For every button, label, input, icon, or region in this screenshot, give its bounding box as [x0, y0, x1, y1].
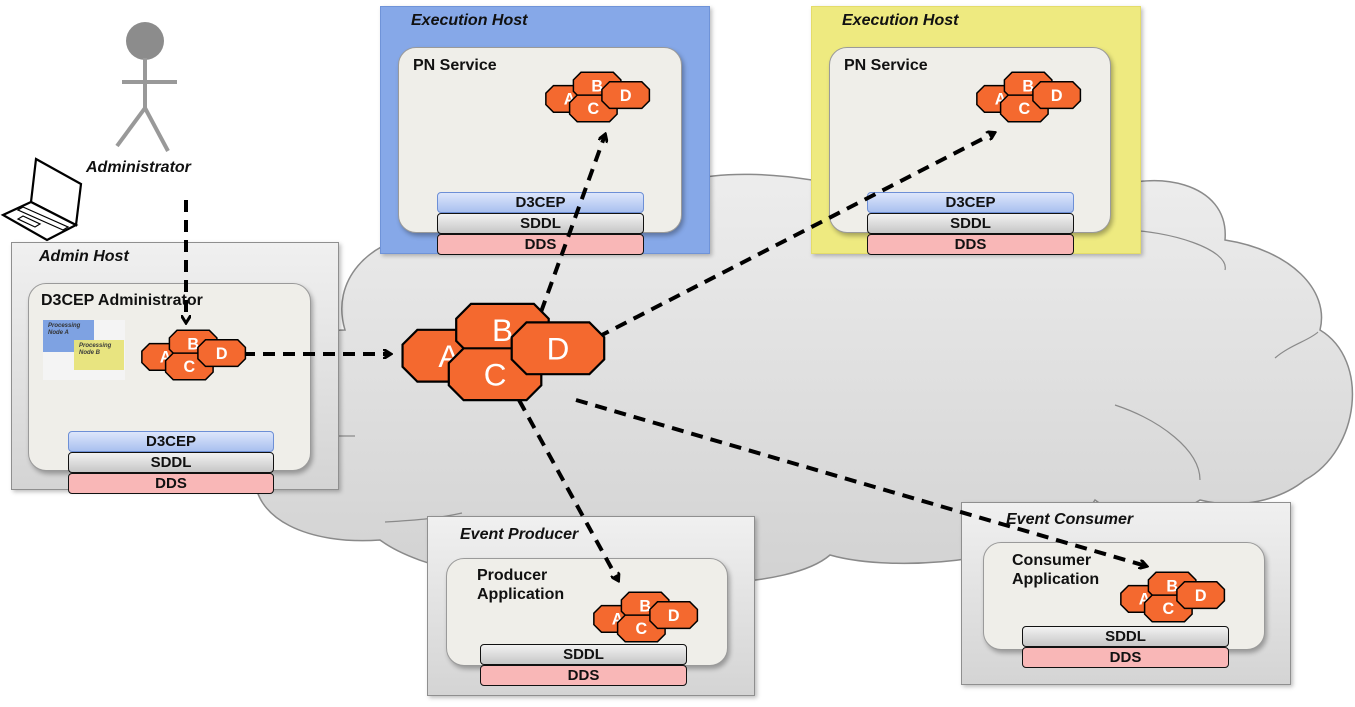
node-label: B: [1022, 77, 1034, 95]
layer-dds: DDS: [437, 234, 644, 255]
execution-host-2-label: Execution Host: [842, 12, 959, 29]
cloud-shape: [221, 171, 1354, 585]
node-label: D: [620, 87, 632, 105]
admin-service-label: D3CEP Administrator: [41, 292, 203, 309]
flow-arrow-central-to-producer: [517, 399, 618, 580]
laptop-icon: [0, 157, 83, 242]
layer-sddl: SDDL: [480, 644, 687, 665]
layer-dds: DDS: [480, 665, 687, 686]
layer-dds: DDS: [1022, 647, 1229, 668]
producer-application-label-1: Producer: [477, 567, 548, 584]
layer-sddl: SDDL: [867, 213, 1074, 234]
processing-nodes-thumbnail: Processing Node A Processing Node B: [43, 320, 125, 380]
consumer-application-label-1: Consumer: [1012, 552, 1092, 569]
node-label: B: [187, 335, 199, 353]
node-label: D: [1051, 87, 1063, 105]
layer-d3cep: D3CEP: [437, 192, 644, 213]
layer-sddl: SDDL: [68, 452, 274, 473]
node-label: D: [547, 331, 570, 366]
producer-application-label-2: Application: [477, 586, 565, 603]
thumb-processing-node-b: Processing Node B: [74, 340, 124, 370]
processing-node-d[interactable]: D: [1176, 581, 1226, 610]
node-label: C: [636, 620, 648, 638]
pn-service-2-label: PN Service: [844, 57, 928, 74]
layer-d3cep: D3CEP: [68, 431, 274, 452]
pn-service-1-label: PN Service: [413, 57, 497, 74]
layer-dds: DDS: [68, 473, 274, 494]
execution-host-1-label: Execution Host: [411, 12, 528, 29]
layer-sddl: SDDL: [437, 213, 644, 234]
node-label: C: [588, 100, 600, 118]
consumer-application-label-2: Application: [1012, 571, 1100, 588]
stick-figure-icon: [115, 22, 177, 152]
processing-node-d[interactable]: D: [197, 339, 247, 368]
flow-arrow-central-to-exec-2: [597, 133, 994, 339]
node-label: B: [1166, 577, 1178, 595]
processing-node-d[interactable]: D: [510, 321, 606, 376]
node-label: D: [216, 345, 228, 363]
node-label: C: [484, 357, 507, 392]
flow-arrow-central-to-consumer: [575, 398, 1146, 566]
node-label: C: [1163, 600, 1175, 618]
processing-node-d[interactable]: D: [649, 601, 699, 630]
node-label: D: [668, 607, 680, 625]
flow-arrow-central-to-exec-1: [539, 135, 605, 313]
node-label: B: [639, 597, 651, 615]
node-label: C: [1019, 100, 1031, 118]
node-label: B: [591, 77, 603, 95]
admin-host-label: Admin Host: [39, 248, 129, 265]
event-consumer-label: Event Consumer: [1006, 511, 1134, 528]
layer-sddl: SDDL: [1022, 626, 1229, 647]
event-producer-label: Event Producer: [460, 526, 579, 543]
node-label: D: [1195, 587, 1207, 605]
node-label: C: [184, 358, 196, 376]
layer-d3cep: D3CEP: [867, 192, 1074, 213]
layer-dds: DDS: [867, 234, 1074, 255]
actor-label: Administrator: [86, 159, 191, 176]
processing-node-d[interactable]: D: [601, 81, 651, 110]
node-label: B: [492, 313, 513, 348]
processing-node-d[interactable]: D: [1032, 81, 1082, 110]
